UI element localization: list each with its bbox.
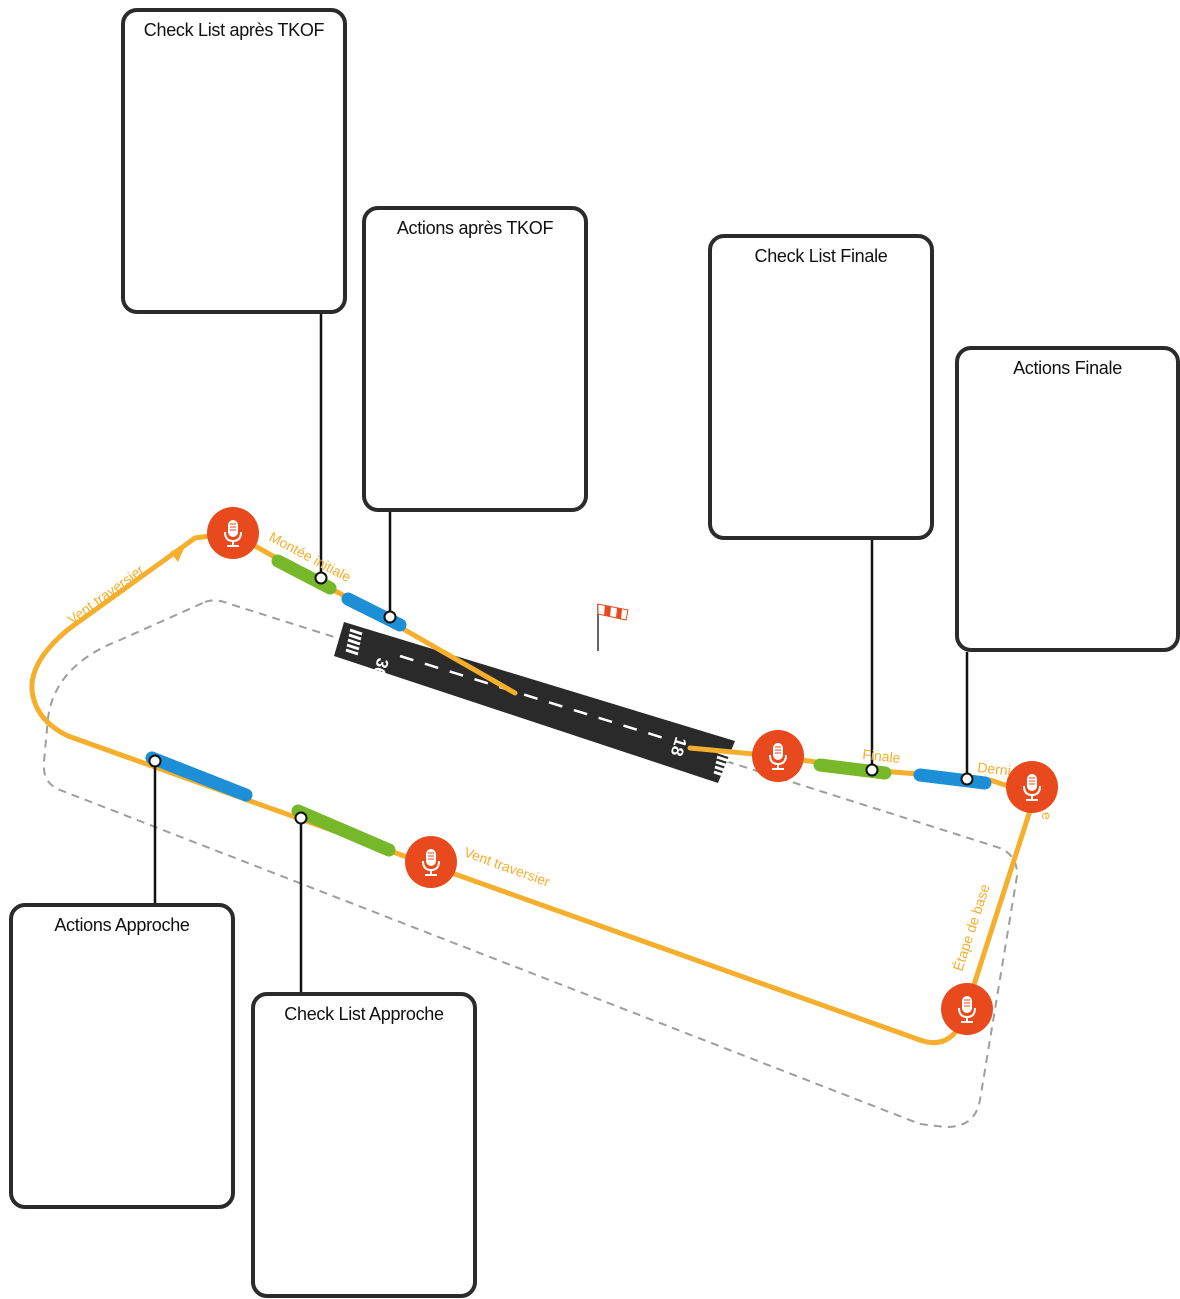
box-checklist-approach: Check List Approche [251, 992, 477, 1298]
segment-actions-final [913, 768, 992, 790]
reference-circuit [42, 599, 1019, 1129]
box-checklist-final: Check List Finale [708, 234, 934, 540]
runway-threshold-36: 36 [369, 656, 393, 680]
segment-actions-approach [145, 751, 253, 802]
box-title: Check List Approche [284, 1004, 444, 1024]
box-actions-final: Actions Finale [955, 346, 1180, 652]
radio-marker-crosswind-turn [207, 507, 259, 559]
windsock-icon [597, 603, 629, 651]
box-title: Actions Approche [54, 915, 190, 935]
box-actions-approach: Actions Approche [9, 903, 235, 1209]
box-title: Check List Finale [754, 246, 888, 266]
box-actions-after-takeoff: Actions après TKOF [362, 206, 588, 512]
box-checklist-after-takeoff: Check List après TKOF [121, 8, 347, 314]
segment-checklist-approach [291, 804, 396, 857]
label-last-turn-end: e [1039, 812, 1055, 820]
box-title: Actions après TKOF [396, 218, 554, 238]
radio-marker-final [752, 730, 804, 782]
radio-marker-final-turn [1006, 761, 1058, 813]
label-final: Finale [862, 746, 902, 766]
radio-marker-downwind [405, 836, 457, 888]
label-base-leg: Étape de base [950, 882, 993, 973]
label-crosswind-upwind: Vent traversier [64, 561, 147, 627]
radio-marker-base [941, 983, 993, 1035]
direction-arrow [170, 544, 186, 562]
box-title: Check List après TKOF [143, 20, 325, 40]
runway: 36 18 [334, 622, 735, 783]
label-last-turn: Derni [977, 759, 1012, 778]
box-title: Actions Finale [1013, 358, 1122, 378]
runway-threshold-18: 18 [667, 735, 691, 759]
